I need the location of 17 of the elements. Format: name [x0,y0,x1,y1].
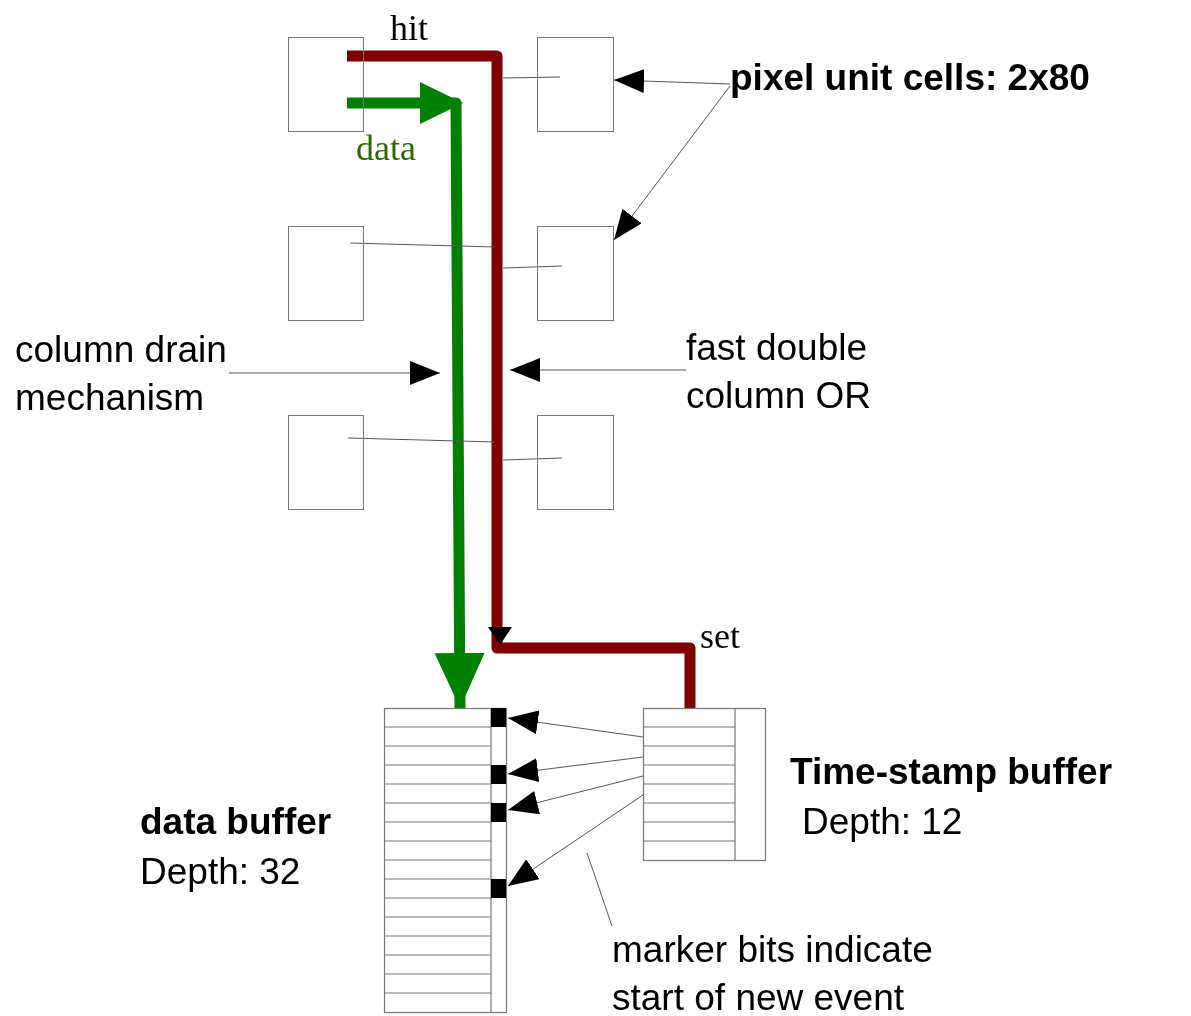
callout-text: column drain mechanism [15,328,228,420]
pixel-cell [537,415,614,510]
pixel-cell [537,226,614,321]
edge-label: hit [390,7,428,50]
signal-label: set [700,615,740,658]
edge-label: data [356,127,416,170]
depth-text: Depth: 32 [140,850,301,894]
pixel-cell [288,415,364,510]
buffer-title: Time-stamp buffer [790,750,1113,794]
callout-text: pixel unit cells: 2x80 [730,56,1091,100]
pixel-cell [537,37,614,132]
callout-text: fast double column OR [686,326,873,418]
pixel-cell [288,226,364,321]
pixel-cell [288,37,364,132]
note-text: marker bits indicate start of new event [612,928,934,1016]
buffer-title: data buffer [140,800,332,844]
depth-text: Depth: 12 [802,800,963,844]
